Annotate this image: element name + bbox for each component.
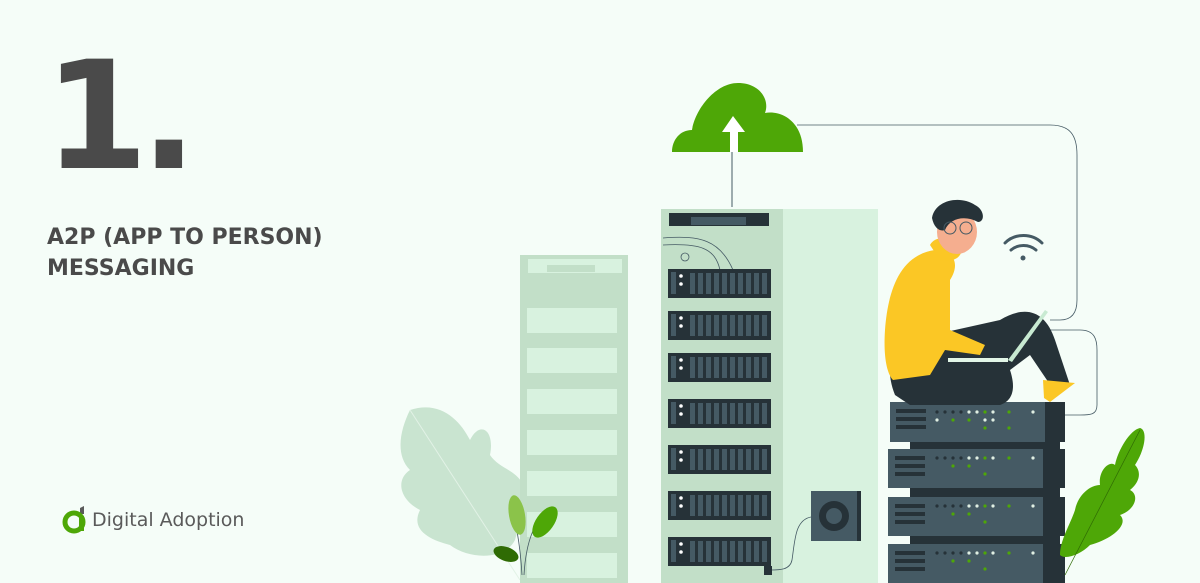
page-title: A2P (APP TO PERSON) MESSAGING xyxy=(47,222,323,284)
person-with-laptop xyxy=(884,199,1075,405)
step-number: 1. xyxy=(44,30,197,204)
wifi-icon xyxy=(1003,234,1044,261)
brand-logo: Digital Adoption xyxy=(62,506,244,534)
cloud-upload-icon xyxy=(672,83,1098,416)
speaker-box-icon xyxy=(764,491,861,575)
title-line-1: A2P (APP TO PERSON) xyxy=(47,225,323,250)
server-rack-faded xyxy=(520,255,628,583)
title-line-2: MESSAGING xyxy=(47,256,195,281)
leaf-green-icon xyxy=(1060,428,1145,576)
leaf-sprout-icon xyxy=(493,495,558,576)
status-led-dots xyxy=(935,410,1035,571)
server-stack xyxy=(888,402,1065,583)
logo-text: Digital Adoption xyxy=(92,509,245,531)
digital-adoption-logo-icon xyxy=(62,506,86,534)
